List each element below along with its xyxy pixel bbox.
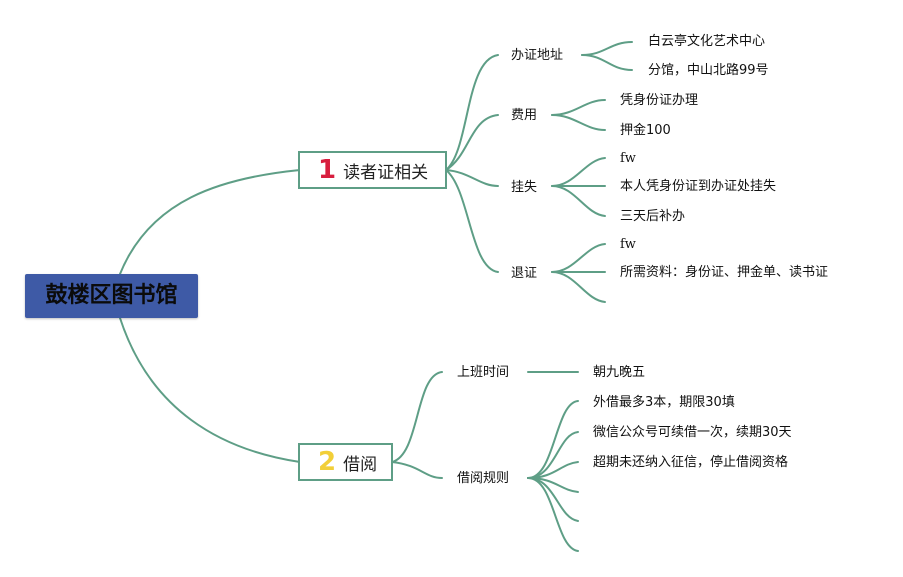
link-return-3 [551,271,606,303]
link-b2-rules [391,461,443,479]
subtopic-lost[interactable]: 挂失 [511,180,538,195]
link-rules-1 [527,400,579,479]
link-b2-hours [391,371,443,463]
main-topic-reader-card[interactable]: 1 读者证相关 [298,151,447,189]
leaf-text[interactable]: 朝九晚五 [593,365,646,380]
subtopic-address[interactable]: 办证地址 [511,48,564,63]
link-root-branch2 [119,317,301,463]
leaf-text[interactable]: 本人凭身份证到办证处挂失 [620,179,777,194]
link-b1-fee [445,114,499,171]
main-topic-label: 读者证相关 [343,162,429,183]
leaf-text[interactable]: 白云亭文化艺术中心 [648,34,766,49]
leaf-text[interactable]: 所需资料：身份证、押金单、读书证 [620,265,829,280]
subtopic-fee[interactable]: 费用 [511,108,538,123]
link-address-2 [581,54,633,71]
number-two-icon: 2 [318,447,337,477]
leaf-text[interactable]: fw [620,237,636,252]
link-root-branch1 [119,169,301,275]
leaf-text[interactable]: 微信公众号可续借一次，续期30天 [593,425,792,440]
link-rules-6 [527,477,579,552]
subtopic-rules[interactable]: 借阅规则 [457,471,510,486]
leaf-text[interactable]: 押金100 [620,123,671,138]
link-rules-2 [527,431,579,479]
link-lost-1 [551,157,606,187]
leaf-text[interactable]: fw [620,151,636,166]
link-lost-3 [551,185,606,217]
link-fee-2 [551,114,606,131]
leaf-text[interactable]: 三天后补办 [620,209,686,224]
link-address-1 [581,41,633,56]
leaf-text[interactable]: 分馆，中山北路99号 [648,63,769,78]
link-b1-lost [445,169,499,187]
link-fee-1 [551,99,606,116]
link-return-1 [551,243,606,273]
leaf-text[interactable]: 凭身份证办理 [620,93,699,108]
number-one-icon: 1 [318,155,337,185]
leaf-text[interactable]: 外借最多3本，期限30填 [593,395,735,410]
main-topic-label: 借阅 [343,454,378,475]
root-topic[interactable]: 鼓楼区图书馆 [25,274,198,318]
subtopic-return[interactable]: 退证 [511,266,538,281]
leaf-text[interactable]: 超期未还纳入征信，停止借阅资格 [593,455,789,470]
main-topic-borrowing[interactable]: 2 借阅 [298,443,393,481]
subtopic-hours[interactable]: 上班时间 [457,365,510,380]
link-b1-return [445,169,499,273]
link-b1-address [445,54,499,171]
link-rules-5 [527,477,579,522]
